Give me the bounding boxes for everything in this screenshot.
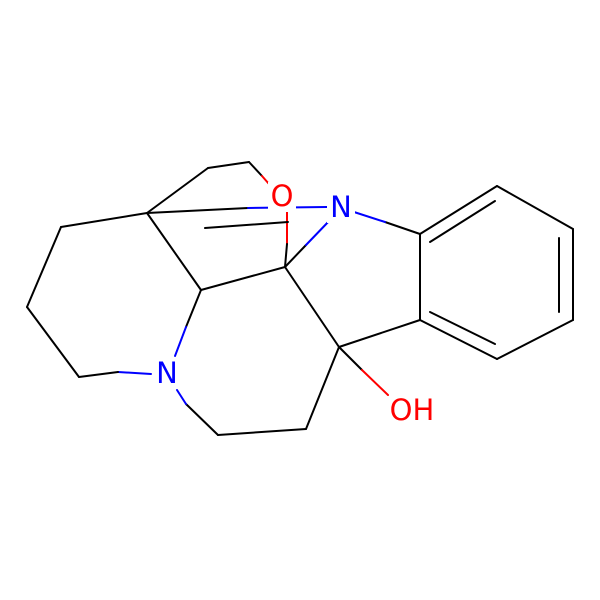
bond-benzene-inner-3 [429,311,496,345]
bond-c2-n-a [284,244,307,268]
bond-bridge-1 [146,167,209,214]
bond-c2-n-b [305,218,332,246]
bond-bridge-3b [261,175,270,185]
bond-benzene-4 [496,319,574,360]
bond-benzene-1 [419,185,498,235]
bond-ring-4 [60,212,148,228]
bond-c6-c5 [217,428,307,436]
hydroxyl-knockout [388,396,436,426]
bond-n-c-a [117,371,152,375]
bond-c5-n-a [185,403,219,436]
bond-c5-n-b [176,389,187,405]
label-background-layer [153,182,436,426]
bond-c7-c6 [305,346,340,430]
bond-ring-6b [174,326,187,357]
hydroxyl-label: OH [390,393,435,427]
nitrogen-indole-label: N [330,190,352,224]
bond-c7-c2 [284,266,340,348]
bond-cross-a [146,207,249,214]
bond-ring-3 [26,226,62,308]
bond-o-c-b [284,243,288,268]
nitrogen-amine-knockout [153,359,181,389]
bond-c7-oh-b [361,369,389,396]
bond-ar-n-a [384,221,421,235]
atom-label-layer: O N N OH [156,179,434,427]
bond-benzene-5 [419,319,498,360]
bond-ring-5 [146,212,202,291]
bond-c7-oh-a [338,346,363,371]
oxygen-ring-label: O [271,179,294,213]
bond-benzene-2 [496,185,574,230]
bond-cross-double [204,221,289,229]
bond-ar-c7 [338,319,421,348]
bond-c21-c2 [200,266,286,291]
bond-n-c-b [78,371,119,378]
oxygen-ring-knockout [268,182,296,212]
bond-ring-2 [26,306,80,378]
bond-benzene-inner-1 [429,200,496,243]
bond-bridge-2 [207,161,250,169]
bond-layer [26,161,574,436]
bond-ring-6a [185,289,202,328]
bond-ar-n-b [353,211,386,223]
nitrogen-indole-knockout [327,193,355,223]
nitrogen-amine-label: N [156,356,178,390]
bond-bridge-3a [248,161,263,177]
